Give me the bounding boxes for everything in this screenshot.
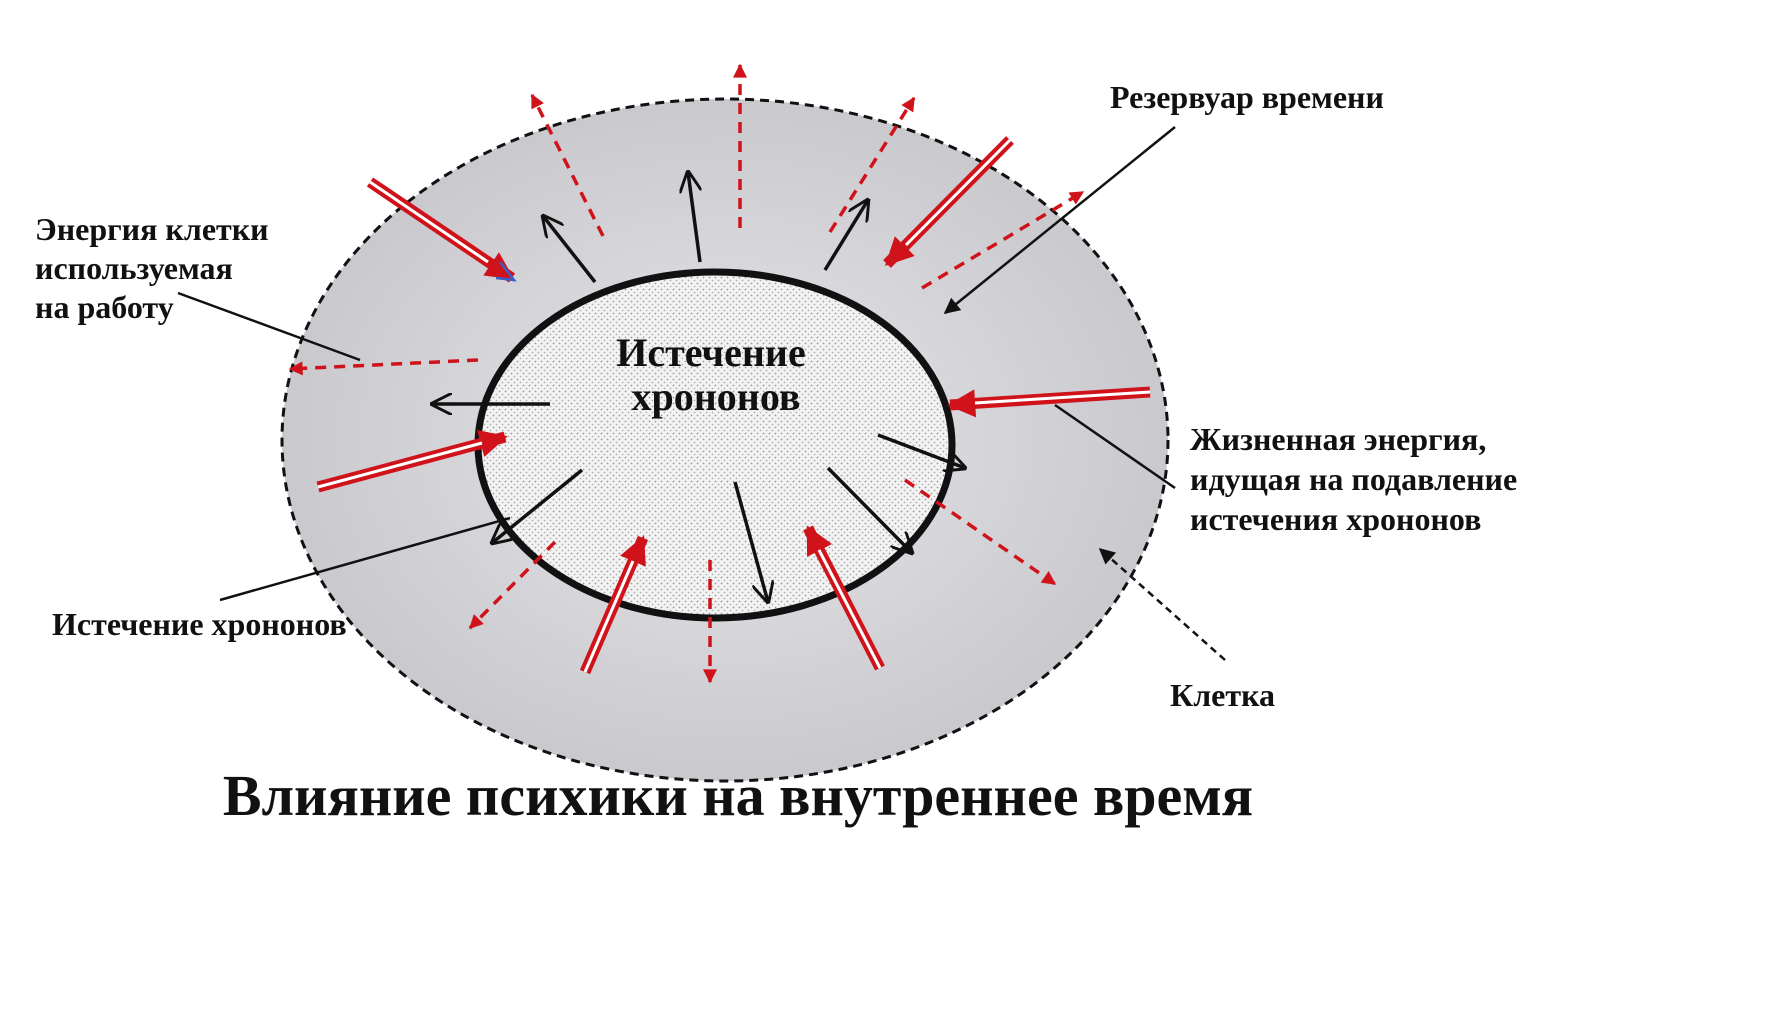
black-arrow: [877, 433, 965, 468]
red-double-arrows: [316, 136, 1151, 675]
red-dashed-arrow: [468, 540, 557, 630]
red-dashed-arrows: [288, 63, 1085, 684]
red-dashed-arrow: [828, 96, 916, 233]
leader-lines: [177, 126, 1226, 661]
time-reservoir-ellipse: [474, 268, 956, 622]
leader-reservoir: [943, 126, 1176, 315]
black-arrow: [543, 216, 597, 284]
label-cell: Клетка: [1170, 677, 1275, 713]
black-arrow: [733, 481, 768, 602]
label-chronon-outflow: Истечение хрононов: [52, 606, 347, 642]
black-arrow: [826, 466, 912, 553]
blue-accent-mark: [495, 261, 517, 282]
black-arrow: [823, 200, 868, 271]
red-dashed-arrow: [921, 190, 1085, 290]
leader-chronon-outflow: [219, 516, 511, 602]
red-dashed-arrow: [288, 358, 479, 376]
leader-cell-energy: [177, 291, 361, 362]
red-double-arrow: [579, 535, 649, 675]
red-double-arrow: [947, 386, 1151, 418]
black-chronon-arrows: [432, 172, 965, 602]
label-vital-energy: Жизненная энергия, идущая на подавление …: [1190, 421, 1525, 537]
red-double-arrow: [366, 177, 516, 283]
black-arrow: [492, 468, 584, 543]
leader-cell: [1098, 547, 1226, 661]
red-dashed-arrow: [530, 93, 605, 237]
black-arrow: [688, 172, 702, 263]
red-double-arrow: [316, 429, 508, 493]
red-double-arrow: [803, 525, 885, 671]
leader-vital-energy: [1054, 403, 1176, 490]
label-reservoir: Резервуар времени: [1110, 79, 1384, 115]
label-cell-energy: Энергия клетки используемая на работу: [35, 211, 277, 325]
red-double-arrow: [883, 136, 1014, 268]
center-label: Истечение хрононов: [616, 330, 815, 419]
diagram-title: Влияние психики на внутреннее время: [223, 763, 1253, 828]
red-dashed-arrow: [904, 478, 1057, 586]
